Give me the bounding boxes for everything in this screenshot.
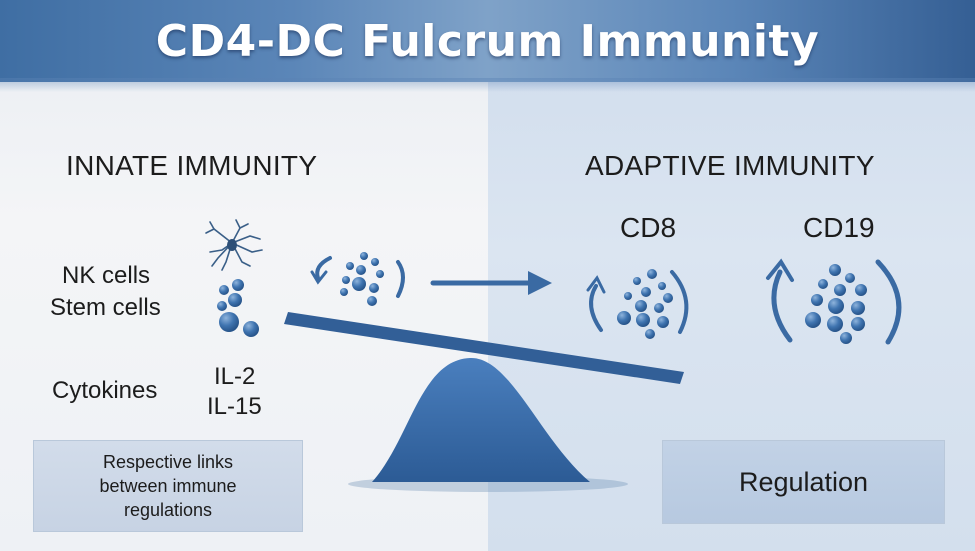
cd19-label: CD19 [803, 212, 875, 243]
cd8-cycle-arrow-icon [586, 270, 689, 334]
title-banner: CD4-DC Fulcrum Immunity [0, 0, 975, 92]
stem-cell-cluster-icon [217, 279, 259, 337]
il2-label: IL-2 [214, 363, 256, 390]
right-arrow-icon [430, 271, 552, 295]
il15-label: IL-15 [207, 393, 262, 420]
nk-cells-label: NK cells [62, 262, 151, 289]
page-title: CD4-DC Fulcrum Immunity [155, 15, 820, 67]
innate-immunity-heading: INNATE IMMUNITY [66, 150, 318, 181]
central-cell-cluster-icon [340, 252, 384, 306]
cd8-cell-cluster-icon [617, 269, 673, 339]
cycle-arrow-icon [310, 256, 405, 298]
adaptive-immunity-heading: ADAPTIVE IMMUNITY [585, 150, 875, 181]
cd19-cycle-arrow-icon [766, 258, 902, 345]
cd8-label: CD8 [620, 212, 677, 243]
regulation-text: Regulation [738, 466, 869, 497]
stem-cells-label: Stem cells [50, 294, 161, 321]
respective-links-box: Respective links between immune regulati… [33, 440, 303, 532]
dendritic-cell-icon [205, 219, 263, 271]
seesaw-fulcrum-icon [284, 312, 684, 492]
cytokines-label: Cytokines [52, 377, 158, 404]
respective-links-text: Respective links between immune regulati… [99, 452, 237, 520]
cd19-cell-cluster-icon [805, 264, 867, 344]
regulation-box: Regulation [662, 440, 945, 524]
